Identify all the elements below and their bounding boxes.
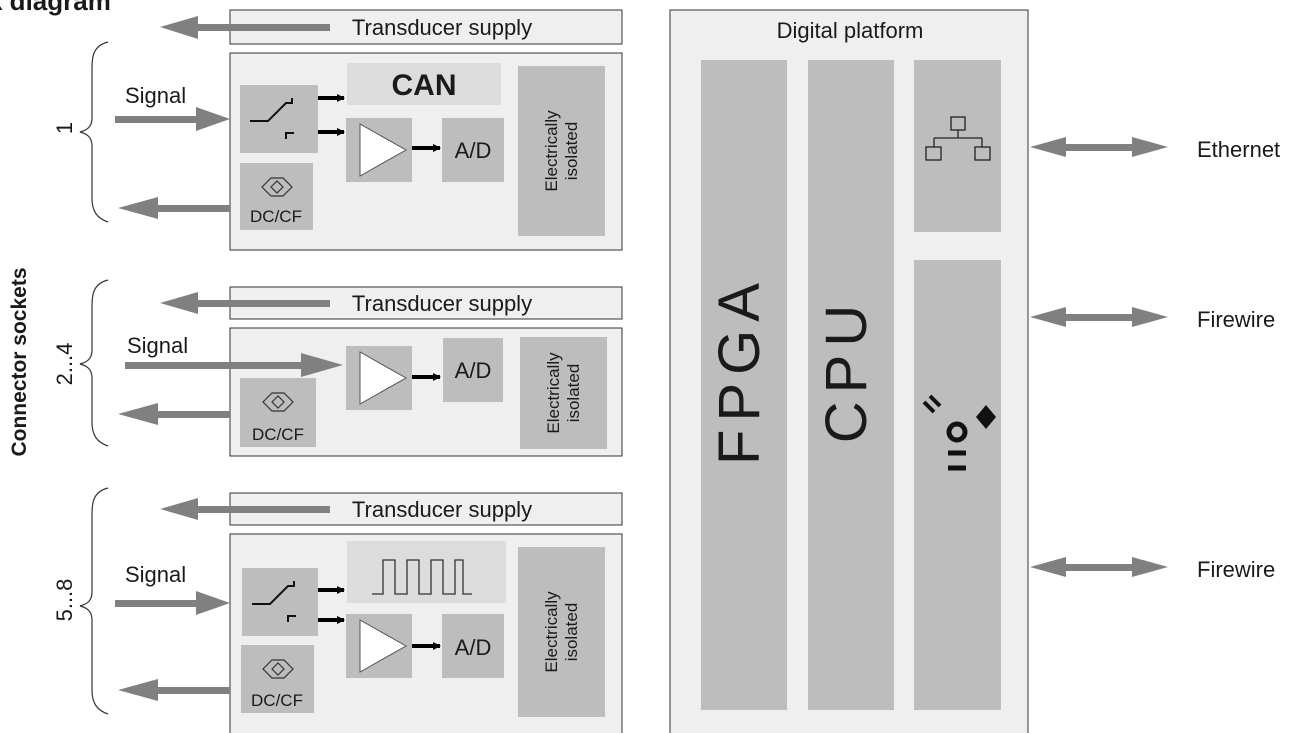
adc-label: A/D: [455, 635, 492, 660]
isolation-block: [518, 66, 605, 236]
amplifier-icon: [345, 345, 413, 411]
signal-label: Signal: [125, 83, 186, 108]
socket-brace: [79, 41, 109, 223]
signal-arrow: [115, 107, 230, 131]
interface-label: Ethernet: [1197, 137, 1280, 162]
signal-arrow: [125, 353, 343, 377]
isolation-block: [518, 547, 605, 717]
return-arrow: [118, 197, 230, 219]
socket-brace: [79, 279, 109, 447]
network-icon: [925, 116, 991, 161]
return-arrow: [118, 403, 230, 425]
signal-arrow: [115, 591, 230, 615]
transducer-supply-label: Transducer supply: [352, 497, 532, 522]
channel-group-3: Transducer supply 5...8 Signal A/D DC: [52, 487, 623, 733]
bridge-label: DC/CF: [252, 425, 304, 444]
interface-firewire-2: Firewire: [1030, 557, 1275, 582]
switch-block: [240, 85, 318, 153]
bridge-label: DC/CF: [250, 207, 302, 226]
firewire-controller-block: [914, 260, 1001, 710]
diagram-title: k diagram: [0, 0, 111, 16]
adc-label: A/D: [455, 138, 492, 163]
pulse-icon: [372, 559, 472, 595]
bridge-label: DC/CF: [251, 691, 303, 710]
adc-block: [442, 118, 504, 182]
signal-label: Signal: [127, 333, 188, 358]
fpga-block: [701, 60, 787, 710]
isolation-label-line2: isolated: [562, 603, 581, 662]
isolation-label-line1: Electrically: [544, 352, 563, 434]
ethernet-controller-block: [914, 60, 1001, 232]
socket-range-label: 1: [52, 122, 77, 134]
isolation-block: [520, 337, 607, 449]
interface-label: Firewire: [1197, 557, 1275, 582]
isolation-label-line1: Electrically: [542, 110, 561, 192]
can-label: CAN: [392, 69, 457, 102]
cpu-label: CPU: [814, 297, 879, 443]
adc-block: [443, 338, 503, 402]
amplifier-icon: [345, 117, 413, 183]
can-block: [347, 63, 501, 105]
cpu-block: [808, 60, 894, 710]
socket-range-label: 5...8: [52, 579, 77, 622]
return-arrow: [118, 679, 230, 701]
transducer-supply-label: Transducer supply: [352, 15, 532, 40]
interface-ethernet: Ethernet: [1030, 137, 1280, 162]
isolation-label-line2: isolated: [564, 364, 583, 423]
double-arrow: [1030, 557, 1168, 577]
digital-platform: Digital platform FPGA CPU: [669, 9, 1029, 733]
adc-label: A/D: [455, 358, 492, 383]
isolation-label-line2: isolated: [562, 122, 581, 181]
interface-firewire-1: Firewire: [1030, 307, 1275, 332]
firewire-icon: [922, 394, 996, 471]
switch-block: [242, 568, 318, 636]
fpga-label: FPGA: [707, 275, 772, 465]
double-arrow: [1030, 307, 1168, 327]
platform-title: Digital platform: [777, 18, 924, 43]
bridge-block: [241, 645, 314, 713]
supply-arrow: [160, 16, 330, 39]
adc-block: [442, 614, 504, 678]
connector-sockets-label: Connector sockets: [8, 267, 31, 456]
double-arrow: [1030, 137, 1168, 157]
amplifier-icon: [345, 613, 413, 679]
interface-label: Firewire: [1197, 307, 1275, 332]
socket-range-label: 2...4: [52, 343, 77, 386]
supply-arrow: [160, 498, 330, 520]
channel-group-1: Transducer supply 1 Signal CAN A/D DC/: [52, 9, 623, 251]
transducer-supply-label: Transducer supply: [352, 291, 532, 316]
signal-label: Signal: [125, 562, 186, 587]
pulse-block: [347, 541, 506, 603]
supply-arrow: [160, 292, 330, 314]
isolation-label-line1: Electrically: [542, 591, 561, 673]
bridge-block: [240, 378, 316, 447]
socket-brace: [79, 487, 109, 715]
channel-group-2: Transducer supply 2...4 Signal A/D DC/CF…: [52, 279, 623, 457]
